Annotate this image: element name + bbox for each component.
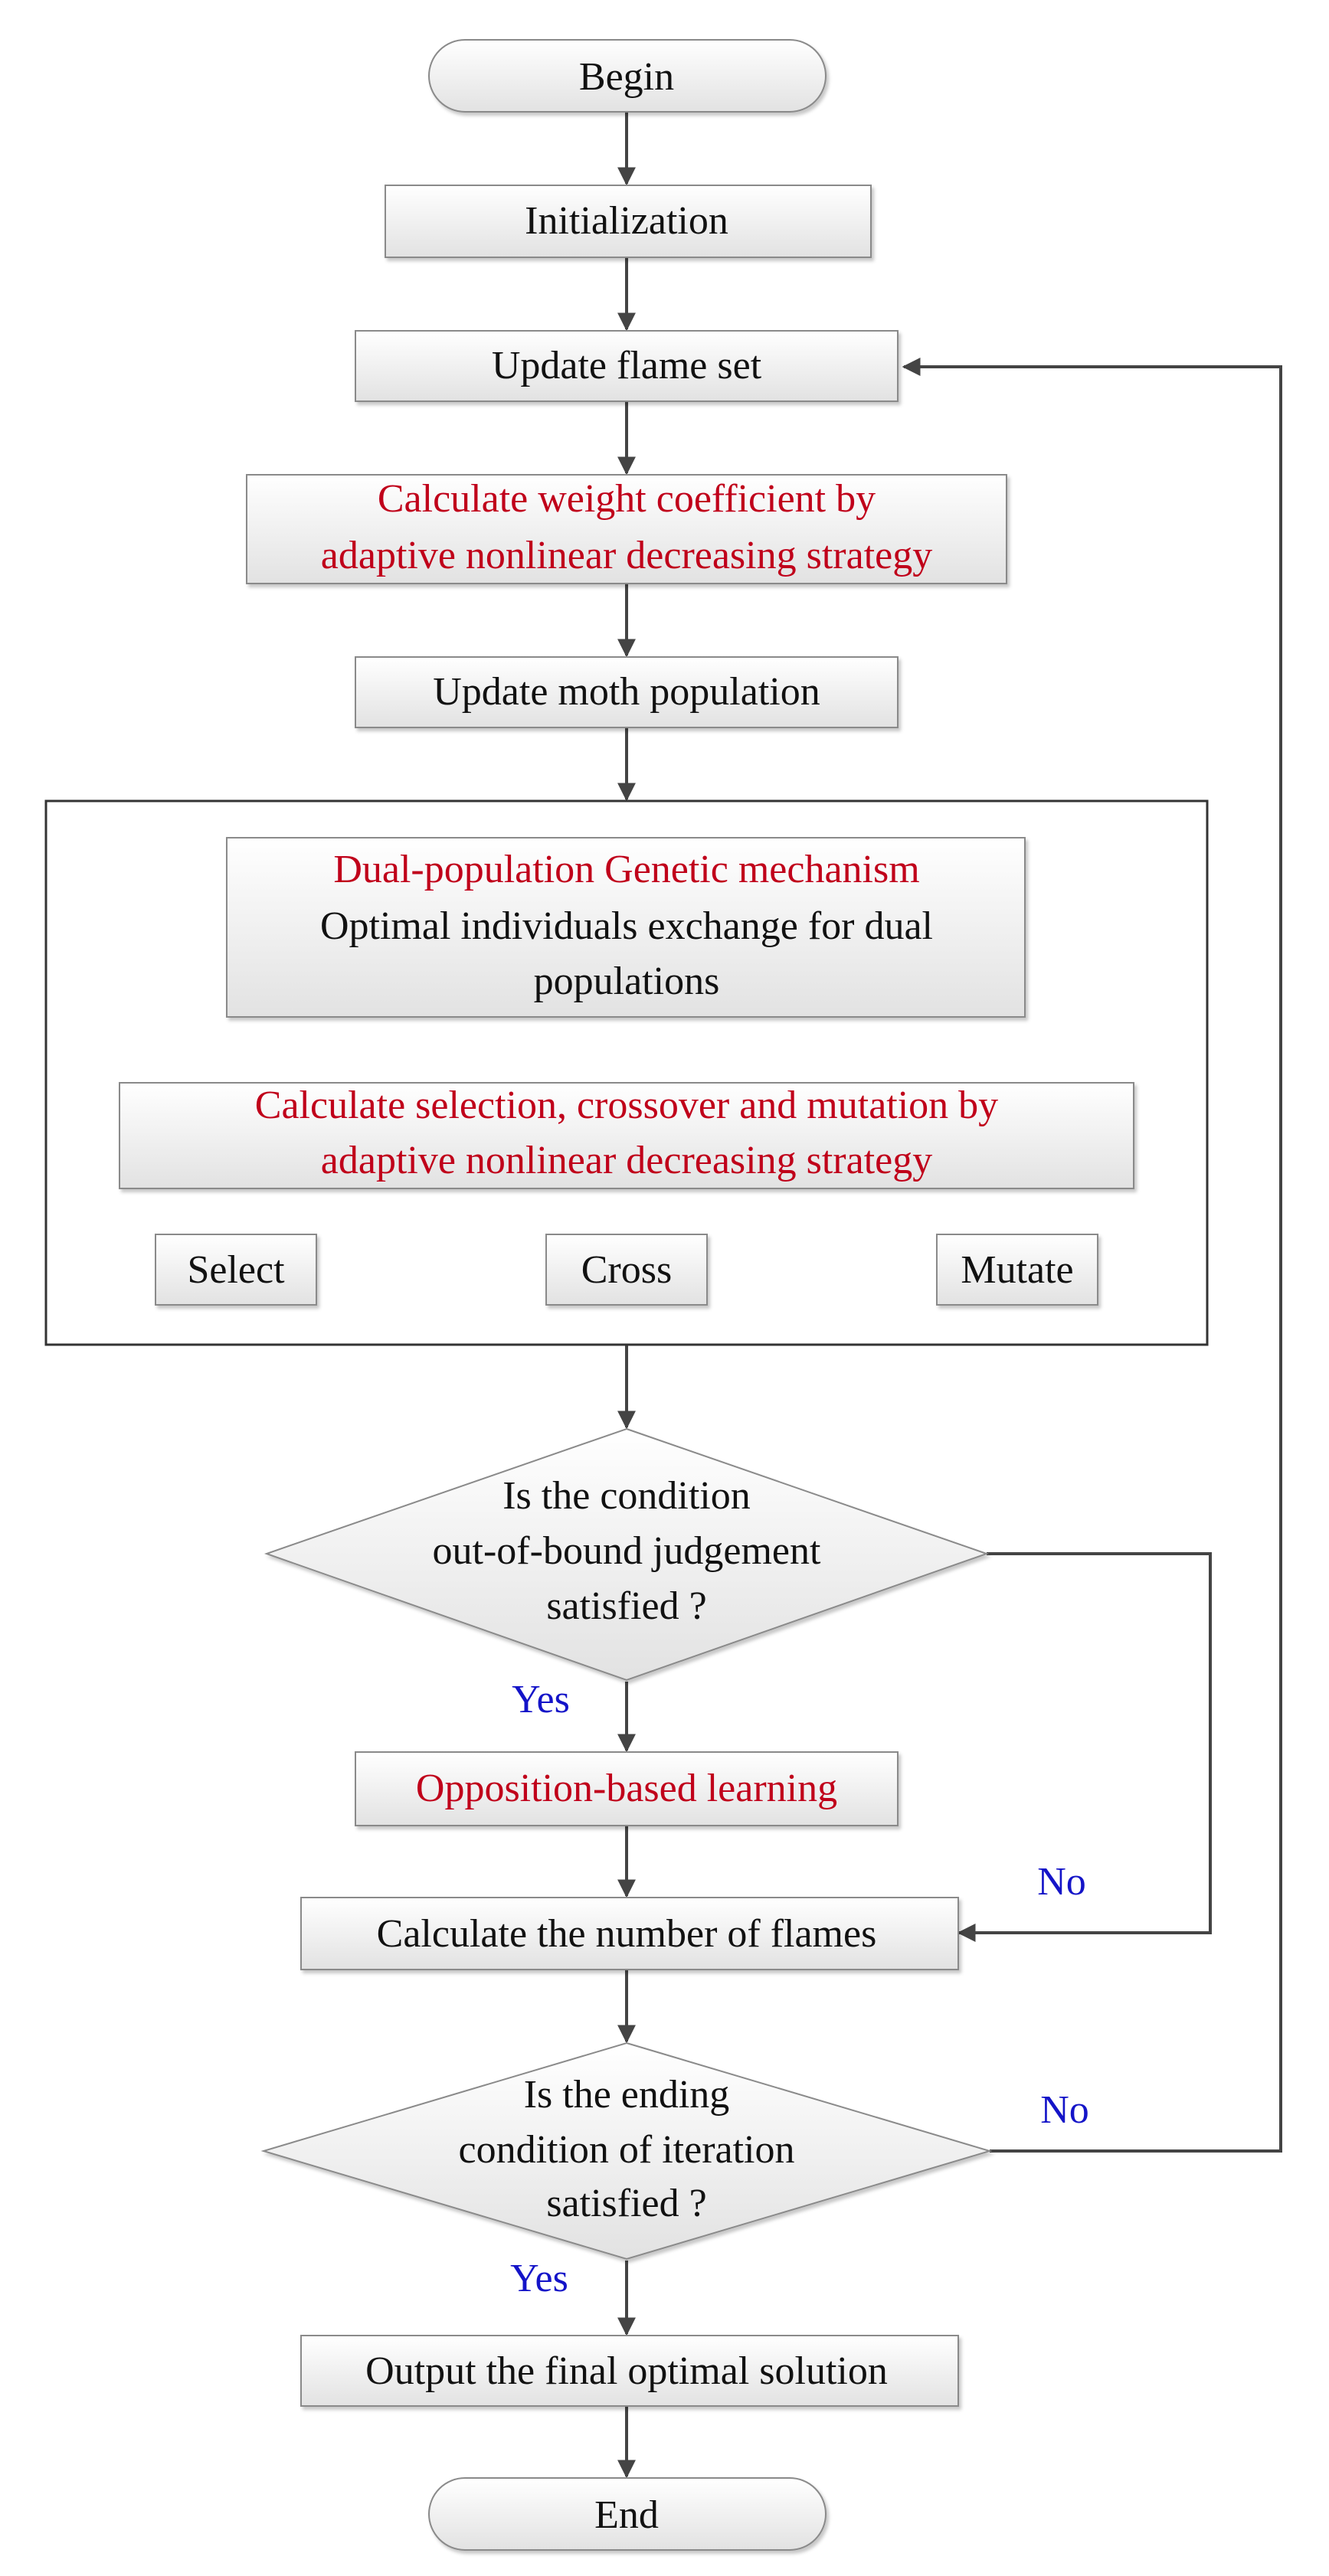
update-moth-population-label: Update moth population (433, 670, 820, 714)
end-label: End (594, 2493, 659, 2537)
arrow-ending-no-loop-to-flame-set (902, 358, 1282, 2153)
ending-no-label: No (1040, 2088, 1089, 2132)
calculate-weight-box: Calculate weight coefficient by adaptive… (246, 474, 1007, 584)
output-solution-label: Output the final optimal solution (365, 2349, 888, 2393)
calculate-selection-line1: Calculate selection, crossover and mutat… (255, 1084, 998, 1127)
end-terminal: End (428, 2477, 827, 2551)
select-box: Select (155, 1234, 317, 1306)
ending-decision: Is the ending condition of iteration sat… (260, 2042, 993, 2261)
out-of-bound-decision: Is the condition out-of-bound judgement … (264, 1427, 990, 1682)
output-solution-box: Output the final optimal solution (300, 2335, 959, 2407)
initialization-box: Initialization (385, 185, 872, 258)
ending-line1: Is the ending (524, 2073, 730, 2117)
genetic-mechanism-block: Dual-population Genetic mechanism Optima… (44, 799, 1209, 1346)
out-of-bound-line2: out-of-bound judgement (433, 1529, 821, 1573)
mutate-box: Mutate (936, 1234, 1098, 1306)
ending-line3: satisfied ? (546, 2182, 706, 2225)
opposition-learning-label: Opposition-based learning (416, 1767, 837, 1810)
out-of-bound-line3: satisfied ? (546, 1584, 706, 1628)
out-of-bound-line1: Is the condition (502, 1474, 751, 1518)
calculate-weight-line1: Calculate weight coefficient by (378, 477, 876, 521)
dual-population-line3: populations (534, 959, 720, 1003)
dual-population-line2: Optimal individuals exchange for dual (320, 904, 933, 948)
cross-label: Cross (581, 1248, 672, 1292)
update-moth-population-box: Update moth population (355, 656, 899, 728)
connectors (617, 112, 1282, 2479)
begin-terminal: Begin (428, 39, 827, 113)
calculate-selection-line2: adaptive nonlinear decreasing strategy (321, 1139, 932, 1182)
calculate-selection-box: Calculate selection, crossover and mutat… (119, 1082, 1134, 1189)
arrow-bound-no-to-flames (957, 1552, 1212, 1942)
mutate-label: Mutate (961, 1248, 1073, 1292)
calculate-weight-line2: adaptive nonlinear decreasing strategy (321, 534, 932, 577)
dual-population-title: Dual-population Genetic mechanism (333, 848, 919, 891)
calculate-flames-box: Calculate the number of flames (300, 1897, 959, 1970)
calculate-flames-label: Calculate the number of flames (377, 1912, 877, 1956)
dual-population-box: Dual-population Genetic mechanism Optima… (226, 837, 1026, 1018)
ending-line2: condition of iteration (458, 2128, 794, 2172)
begin-label: Begin (579, 55, 674, 99)
initialization-label: Initialization (525, 199, 728, 243)
select-label: Select (187, 1248, 285, 1292)
opposition-learning-box: Opposition-based learning (355, 1751, 899, 1826)
bound-yes-label: Yes (512, 1678, 570, 1721)
update-flame-set-label: Update flame set (492, 344, 762, 387)
update-flame-set-box: Update flame set (355, 330, 899, 402)
ending-yes-label: Yes (510, 2257, 568, 2300)
cross-box: Cross (545, 1234, 708, 1306)
bound-no-label: No (1037, 1860, 1086, 1904)
